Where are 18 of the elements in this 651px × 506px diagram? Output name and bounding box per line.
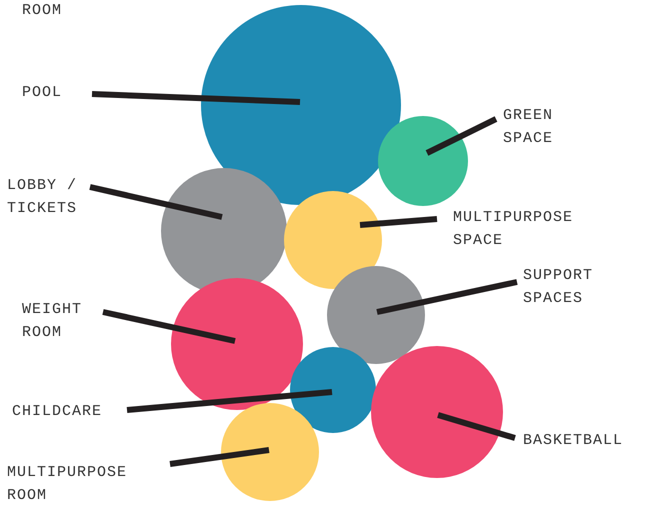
leader-line xyxy=(426,116,498,156)
room-label: ROOM xyxy=(22,2,62,20)
leader-line xyxy=(170,447,270,467)
space-label: SUPPORT SPACES xyxy=(523,264,623,310)
space-label: POOL xyxy=(22,81,102,104)
space-label: MULTIPURPOSE SPACE xyxy=(453,206,633,252)
leader-line xyxy=(360,216,438,228)
space-label: LOBBY / TICKETS xyxy=(7,174,107,220)
leader-line xyxy=(92,91,300,105)
space-label: CHILDCARE xyxy=(12,400,142,423)
space-label: BASKETBALL xyxy=(523,429,643,452)
space-label: GREEN SPACE xyxy=(503,104,583,150)
space-label: WEIGHT ROOM xyxy=(22,298,112,344)
leader-line xyxy=(376,279,518,315)
space-label: MULTIPURPOSE ROOM xyxy=(7,461,177,506)
leader-line xyxy=(102,309,236,344)
leader-line xyxy=(89,184,223,220)
leader-line xyxy=(126,389,332,413)
